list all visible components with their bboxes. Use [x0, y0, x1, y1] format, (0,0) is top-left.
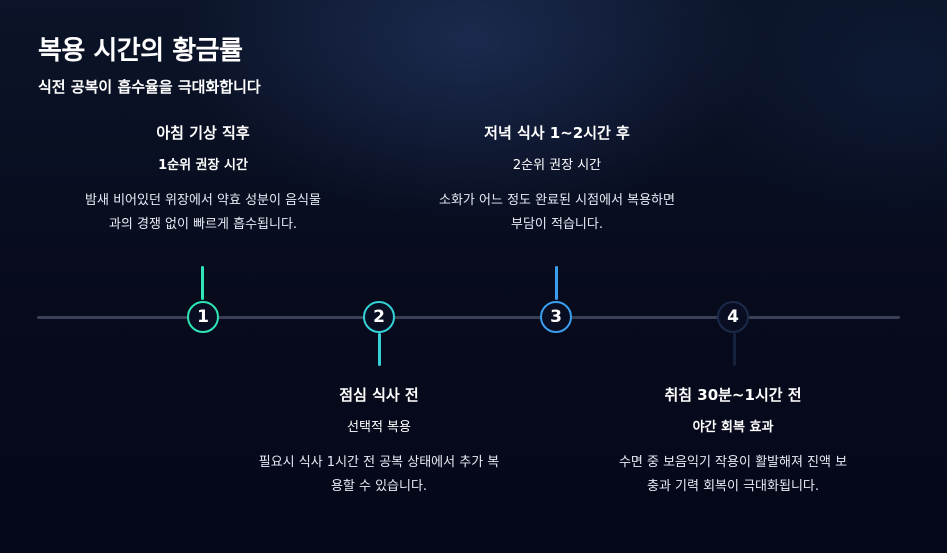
step-3-desc-line1: 소화가 어느 정도 완료된 시점에서 복용하면	[439, 193, 675, 208]
page-subtitle: 식전 공복이 흡수율을 극대화합니다	[38, 78, 261, 96]
step-4-desc-line1: 수면 중 보음익기 작용이 활발해져 진액 보	[618, 455, 848, 470]
step-4-marker: 4	[717, 301, 749, 333]
step-3-stem	[555, 266, 558, 300]
step-4-stem	[733, 333, 736, 366]
step-1-desc-line1: 밤새 비어있던 위장에서 약효 성분이 음식물	[85, 193, 321, 208]
step-2-text: 점심 식사 전 선택적 복용 필요시 식사 1시간 전 공복 상태에서 추가 복…	[206, 385, 552, 499]
step-2-heading: 점심 식사 전	[339, 386, 419, 404]
step-1-description: 밤새 비어있던 위장에서 약효 성분이 음식물 과의 경쟁 없이 빠르게 흡수됩…	[30, 189, 376, 237]
timeline-axis	[37, 316, 900, 319]
step-4-description: 수면 중 보음익기 작용이 활발해져 진액 보 충과 기력 회복이 극대화됩니다…	[560, 451, 906, 499]
step-2-desc-line2: 용할 수 있습니다.	[330, 479, 428, 494]
step-2-description: 필요시 식사 1시간 전 공복 상태에서 추가 복 용할 수 있습니다.	[206, 451, 552, 499]
step-3-priority: 2순위 권장 시간	[512, 158, 602, 173]
step-2-stem	[378, 333, 381, 366]
step-1-priority: 1순위 권장 시간	[158, 158, 248, 173]
step-2-desc-line1: 필요시 식사 1시간 전 공복 상태에서 추가 복	[258, 455, 500, 470]
step-3-heading: 저녁 식사 1~2시간 후	[484, 124, 630, 142]
step-4-heading: 취침 30분~1시간 전	[664, 386, 802, 404]
step-3-desc-line2: 부담이 적습니다.	[511, 217, 603, 232]
step-3-text: 저녁 식사 1~2시간 후 2순위 권장 시간 소화가 어느 정도 완료된 시점…	[384, 123, 730, 237]
step-4-text: 취침 30분~1시간 전 야간 회복 효과 수면 중 보음익기 작용이 활발해져…	[560, 385, 906, 499]
step-1-marker: 1	[187, 301, 219, 333]
step-4-desc-line2: 충과 기력 회복이 극대화됩니다.	[646, 479, 819, 494]
step-4-priority: 야간 회복 효과	[692, 420, 774, 435]
step-1-heading: 아침 기상 직후	[156, 124, 250, 142]
step-1-stem	[201, 266, 204, 300]
page-title: 복용 시간의 황금률	[38, 36, 243, 66]
step-1-desc-line2: 과의 경쟁 없이 빠르게 흡수됩니다.	[108, 217, 298, 232]
step-2-marker: 2	[363, 301, 395, 333]
step-3-marker: 3	[540, 301, 572, 333]
step-2-priority: 선택적 복용	[347, 420, 411, 435]
step-1-text: 아침 기상 직후 1순위 권장 시간 밤새 비어있던 위장에서 약효 성분이 음…	[30, 123, 376, 237]
step-3-description: 소화가 어느 정도 완료된 시점에서 복용하면 부담이 적습니다.	[384, 189, 730, 237]
